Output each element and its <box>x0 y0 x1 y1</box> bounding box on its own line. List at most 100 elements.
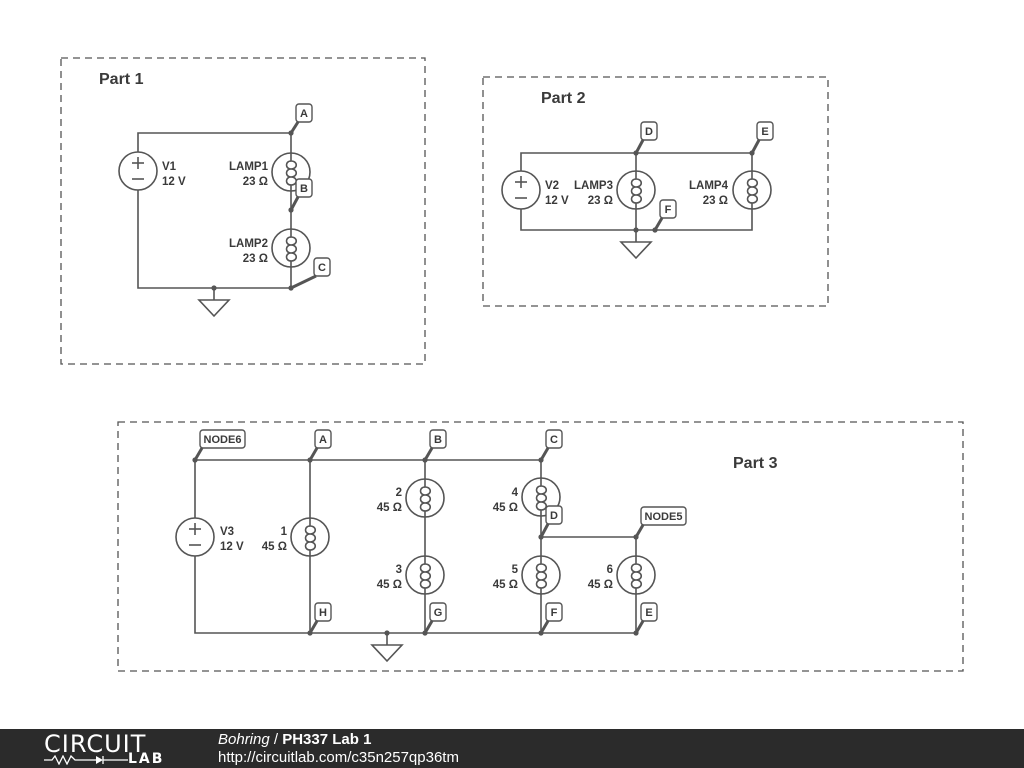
lamp4-name: LAMP4 <box>689 180 729 192</box>
node-label-f[interactable]: F <box>539 602 563 634</box>
node-label-text: NODE5 <box>645 511 683 523</box>
footer-bar: CIRCUIT LAB Bohring / PH337 Lab 1 http:/… <box>0 729 1024 768</box>
part2-title: Part 2 <box>541 90 586 107</box>
v1-name: V1 <box>162 161 177 173</box>
node-label-a[interactable]: A <box>308 429 332 461</box>
lamp-2-name: 2 <box>396 487 402 499</box>
lamp2-name: LAMP2 <box>229 238 268 250</box>
node-label-b[interactable]: B <box>423 429 447 461</box>
title-separator: / <box>269 731 283 748</box>
circuit-title-link[interactable]: PH337 Lab 1 <box>282 731 372 748</box>
node-label-text: F <box>551 607 558 619</box>
node-label-text: H <box>319 607 327 619</box>
lamp-1[interactable] <box>290 517 330 557</box>
part1-bottom-wire <box>137 190 292 289</box>
node-label-b[interactable]: B <box>289 178 313 211</box>
lamp-5-value: 45 Ω <box>493 579 518 591</box>
junction-dot <box>307 630 313 636</box>
ground-icon <box>370 633 404 663</box>
node-label-node6[interactable]: NODE6 <box>193 429 246 461</box>
node-label-g[interactable]: G <box>423 602 447 634</box>
ground-icon <box>619 230 653 260</box>
lamp-6-name: 6 <box>607 564 613 576</box>
node-label-e[interactable]: E <box>634 602 658 634</box>
lamp3-value: 23 Ω <box>588 195 613 207</box>
node-label-c[interactable]: C <box>539 429 563 461</box>
part1-frame <box>60 57 426 365</box>
part3-title: Part 3 <box>733 455 778 472</box>
lamp4[interactable] <box>732 170 772 210</box>
logo-lab-text: LAB <box>128 751 165 767</box>
node-label-text: D <box>550 510 558 522</box>
node-label-text: E <box>645 607 652 619</box>
node-label-d[interactable]: D <box>634 121 658 154</box>
lamp-6[interactable] <box>616 555 656 595</box>
lamp-2[interactable] <box>405 478 445 518</box>
junction-dot <box>422 457 428 463</box>
lamp2-value: 23 Ω <box>243 253 268 265</box>
lamp3[interactable] <box>616 170 656 210</box>
part3-top-wire <box>194 459 542 518</box>
node-label-text: B <box>300 183 308 195</box>
lamp-5[interactable] <box>521 555 561 595</box>
lamp-3[interactable] <box>405 555 445 595</box>
junction-dot <box>538 534 544 540</box>
node-label-text: A <box>300 108 308 120</box>
node-label-node5[interactable]: NODE5 <box>634 506 687 538</box>
part3-frame <box>117 421 964 672</box>
v2-value: 12 V <box>545 195 569 207</box>
node-label-c[interactable]: C <box>290 257 331 290</box>
lamp-1-value: 45 Ω <box>262 541 287 553</box>
node-label-text: E <box>761 126 768 138</box>
node-label-text: C <box>550 434 558 446</box>
v1-source[interactable] <box>118 151 158 191</box>
node-label-text: D <box>645 126 653 138</box>
p3-lamp6-top <box>541 536 637 556</box>
junction-dot <box>538 630 544 636</box>
v2-source[interactable] <box>501 170 541 210</box>
junction-dot <box>652 227 658 233</box>
node-label-text: B <box>434 434 442 446</box>
lamp-6-value: 45 Ω <box>588 579 613 591</box>
lamp-2-value: 45 Ω <box>377 502 402 514</box>
node-label-text: NODE6 <box>204 434 242 446</box>
junction-dot <box>288 130 294 136</box>
lamp3-name: LAMP3 <box>574 180 613 192</box>
v3-value: 12 V <box>220 541 244 553</box>
lamp-4-value: 45 Ω <box>493 502 518 514</box>
ground-icon <box>197 288 231 318</box>
lamp-3-value: 45 Ω <box>377 579 402 591</box>
footer-title-line: Bohring / PH337 Lab 1 <box>218 731 371 748</box>
lamp-4-name: 4 <box>512 487 519 499</box>
lamp2[interactable] <box>271 228 311 268</box>
v1-value: 12 V <box>162 176 186 188</box>
node-label-text: G <box>434 607 443 619</box>
node-label-text: A <box>319 434 327 446</box>
v3-name: V3 <box>220 526 234 538</box>
junction-dot <box>538 457 544 463</box>
node-label-h[interactable]: H <box>308 602 332 634</box>
node-label-a[interactable]: A <box>289 103 313 134</box>
lamp-3-name: 3 <box>396 564 402 576</box>
junction-dot <box>192 457 198 463</box>
node-label-text: F <box>665 204 672 216</box>
node-label-text: C <box>318 262 326 274</box>
part2-frame <box>482 76 829 307</box>
lamp-1-name: 1 <box>281 526 288 538</box>
node-label-e[interactable]: E <box>750 121 774 154</box>
logo-wave-icon <box>44 755 128 765</box>
junction-dot <box>288 285 294 291</box>
v3-source[interactable] <box>175 517 215 557</box>
lamp1-value: 23 Ω <box>243 176 268 188</box>
junction-dot <box>307 457 313 463</box>
junction-dot <box>749 150 755 156</box>
node-label-f[interactable]: F <box>653 199 677 231</box>
junction-dot <box>288 207 294 213</box>
circuit-url-link[interactable]: http://circuitlab.com/c35n257qp36tm <box>218 749 459 766</box>
junction-dot <box>633 534 639 540</box>
author-link[interactable]: Bohring <box>218 731 270 748</box>
junction-dot <box>633 630 639 636</box>
circuitlab-logo[interactable]: CIRCUIT <box>44 730 147 758</box>
junction-dot <box>633 150 639 156</box>
